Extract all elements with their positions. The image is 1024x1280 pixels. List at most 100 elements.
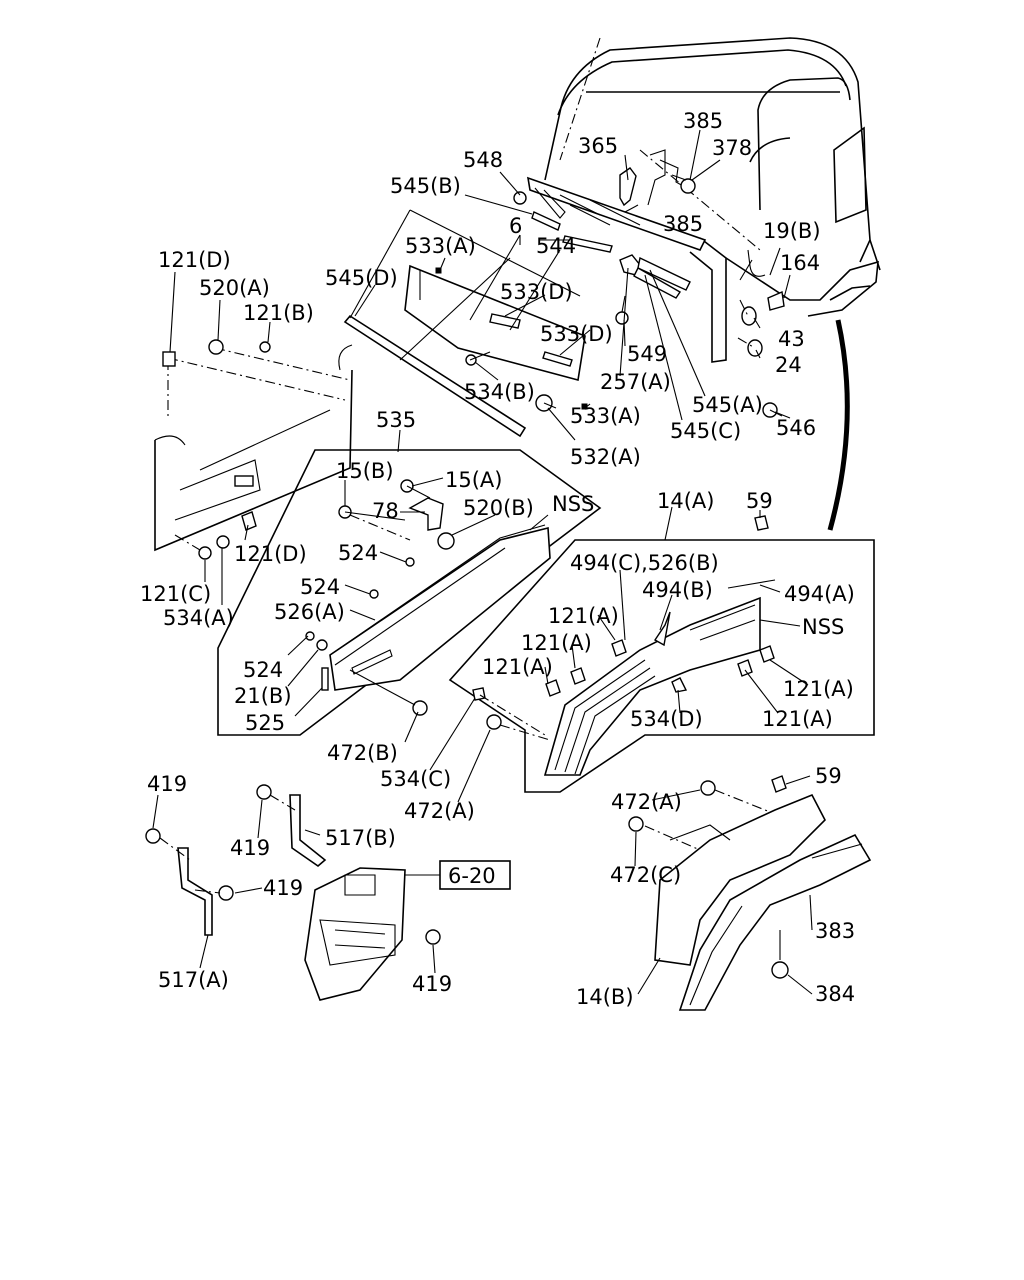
label-nss-1: NSS <box>552 492 594 516</box>
leader-frames <box>349 209 581 361</box>
label-494a: 494(A) <box>784 582 855 606</box>
bolt-378-icon <box>680 178 696 194</box>
label-533a-top: 533(A) <box>405 234 476 258</box>
label-494c-526b: 494(C),526(B) <box>570 551 719 575</box>
label-121c: 121(C) <box>140 582 211 606</box>
label-15b: 15(B) <box>336 459 394 483</box>
clip-164-icon <box>767 290 785 311</box>
label-520b: 520(B) <box>463 496 534 520</box>
clip-534d-icon <box>671 677 688 693</box>
bolt-472a-2-icon <box>700 780 716 796</box>
label-378: 378 <box>712 136 752 160</box>
label-419-3: 419 <box>263 876 303 900</box>
screw-524-1-icon <box>405 557 415 567</box>
label-526a: 526(A) <box>274 600 345 624</box>
cab-outline <box>544 37 881 363</box>
label-548: 548 <box>463 148 503 172</box>
nut-121d-mid-icon <box>241 511 257 531</box>
bracket-78-icon <box>408 497 444 531</box>
strip-545d <box>343 314 527 438</box>
label-121a-5: 121(A) <box>762 707 833 731</box>
label-534b: 534(B) <box>464 380 535 404</box>
grommet-43-icon <box>741 306 757 326</box>
bolt-534a-icon <box>216 535 230 549</box>
fender-box-14a <box>448 515 875 793</box>
label-257a: 257(A) <box>600 370 671 394</box>
label-121a-2: 121(A) <box>521 631 592 655</box>
label-164: 164 <box>780 251 820 275</box>
label-121a-4: 121(A) <box>783 677 854 701</box>
nut-121a-4-icon <box>737 659 753 677</box>
leader-lines <box>152 129 813 995</box>
label-nss-2: NSS <box>802 615 844 639</box>
seal-494b-icon <box>653 611 671 647</box>
nut-121a-1-icon <box>611 639 627 657</box>
bolt-419-4-icon <box>425 929 441 945</box>
connector-arrow <box>827 319 850 531</box>
label-121a-1: 121(A) <box>548 604 619 628</box>
label-6-20: 6-20 <box>448 864 496 888</box>
label-517b: 517(B) <box>325 826 396 850</box>
label-472a-1: 472(A) <box>404 799 475 823</box>
slot-icon <box>234 475 254 487</box>
label-524-2: 524 <box>300 575 340 599</box>
label-121d-top: 121(D) <box>158 248 231 272</box>
nut-121a-3-icon <box>545 679 561 697</box>
label-472b: 472(B) <box>327 741 398 765</box>
clip-533a-top-icon <box>435 267 442 274</box>
bracket-365-icon <box>619 167 637 207</box>
label-533a-bot: 533(A) <box>570 404 641 428</box>
visor-panel <box>404 264 588 412</box>
label-121b: 121(B) <box>243 301 314 325</box>
label-419-2: 419 <box>230 836 270 860</box>
label-534c: 534(C) <box>380 767 451 791</box>
label-21b: 21(B) <box>234 684 292 708</box>
clip-384-icon <box>771 961 789 979</box>
label-494b: 494(B) <box>642 578 713 602</box>
label-534a: 534(A) <box>163 606 234 630</box>
label-472a-2: 472(A) <box>611 790 682 814</box>
screw-524-2-icon <box>369 589 379 599</box>
label-546: 546 <box>776 416 816 440</box>
nut-21b-icon <box>316 639 328 651</box>
clip-533d-1-icon <box>489 313 521 329</box>
bolt-548-icon <box>513 191 527 205</box>
bolt-121c-icon <box>198 546 212 560</box>
bolt-472b-icon <box>412 700 428 716</box>
label-517a: 517(A) <box>158 968 229 992</box>
label-419-1: 419 <box>147 772 187 796</box>
label-419-4: 419 <box>412 972 452 996</box>
bolt-472a-1-icon <box>486 714 502 730</box>
label-533d-1: 533(D) <box>500 280 573 304</box>
door-panel <box>154 339 353 560</box>
label-121d-mid: 121(D) <box>234 542 307 566</box>
light-545b-icon <box>531 211 561 231</box>
clip-59-bot-icon <box>771 775 787 793</box>
rear-fender <box>628 775 872 1011</box>
step-brackets <box>145 784 327 936</box>
bolt-419-2-icon <box>256 784 272 800</box>
label-545a: 545(A) <box>692 393 763 417</box>
label-24: 24 <box>775 353 802 377</box>
label-365: 365 <box>578 134 618 158</box>
clip-533d-2-icon <box>542 351 573 367</box>
clip-525-icon <box>321 667 329 691</box>
label-533d-2: 533(D) <box>540 322 613 346</box>
nut-121a-5-icon <box>759 645 775 663</box>
label-43: 43 <box>778 327 805 351</box>
grommet-520b-icon <box>437 532 455 550</box>
label-534d: 534(D) <box>630 707 703 731</box>
roof-marker-bar <box>513 149 783 418</box>
label-472c: 472(C) <box>610 863 681 887</box>
label-549: 549 <box>627 342 667 366</box>
screw-524-3-icon <box>305 631 315 641</box>
clip-59-top-icon <box>754 515 769 531</box>
label-545c: 545(C) <box>670 419 741 443</box>
label-532a: 532(A) <box>570 445 641 469</box>
nut-520a-icon <box>208 339 224 355</box>
label-524-3: 524 <box>243 658 283 682</box>
label-14b: 14(B) <box>576 985 634 1009</box>
nut-121d-top-icon <box>162 351 176 367</box>
bolt-419-3-icon <box>218 885 234 901</box>
